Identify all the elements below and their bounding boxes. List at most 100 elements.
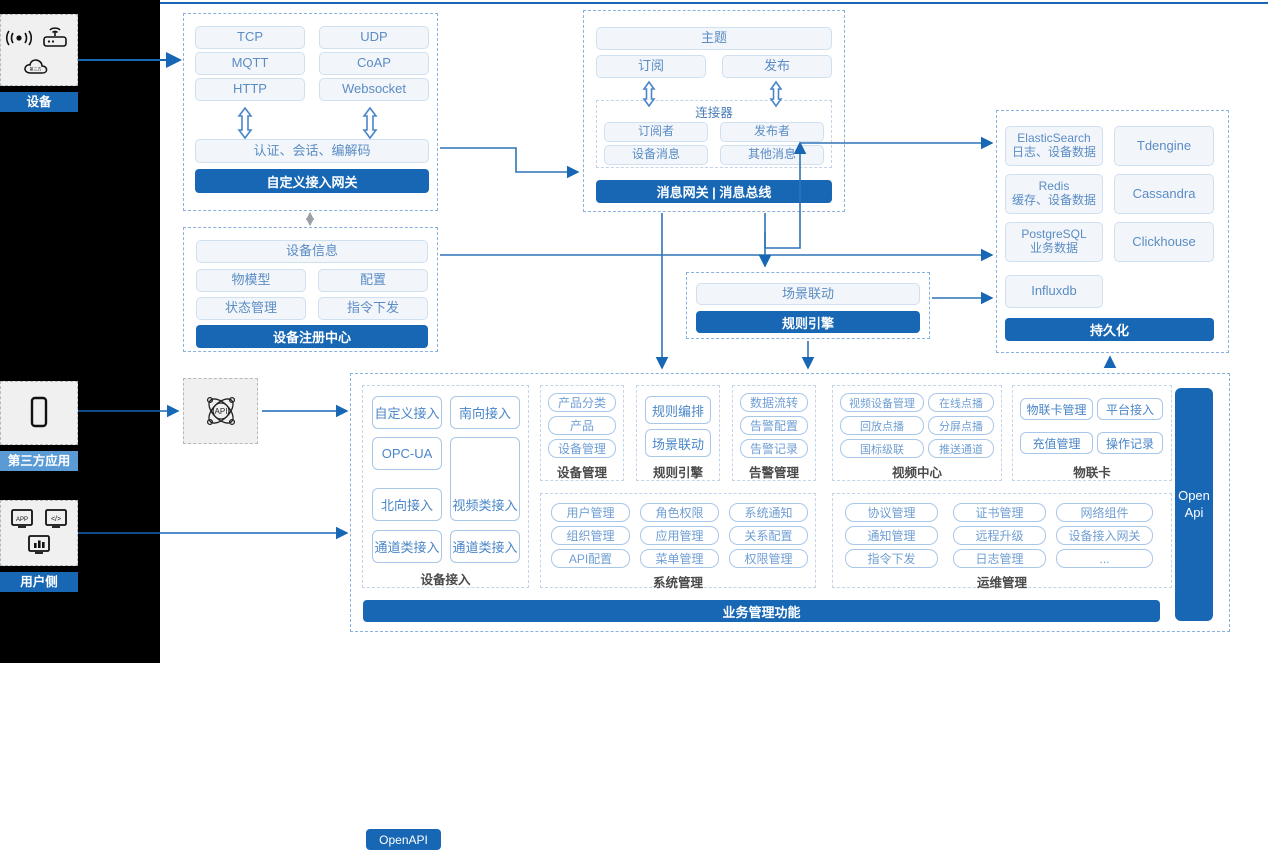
chip-coap[interactable]: CoAP bbox=[319, 52, 429, 75]
chip-alarm-config[interactable]: 告警配置 bbox=[740, 416, 808, 435]
chip-command-dispatch[interactable]: 指令下发 bbox=[318, 297, 428, 320]
chip-operation-record[interactable]: 操作记录 bbox=[1097, 432, 1163, 454]
bar-rule-engine[interactable]: 规则引擎 bbox=[696, 311, 920, 333]
chip-video-access[interactable]: 通道类接入 bbox=[372, 530, 442, 563]
chip-protocol-management[interactable]: 协议管理 bbox=[845, 503, 938, 522]
svg-text:第三方: 第三方 bbox=[30, 66, 42, 72]
chip-split-screen-play[interactable]: 分屏点播 bbox=[928, 416, 994, 435]
actor-user-side: APP </> 用户侧 bbox=[0, 500, 78, 592]
caption-ops-management: 运维管理 bbox=[976, 576, 1027, 590]
chip-state-management[interactable]: 状态管理 bbox=[196, 297, 306, 320]
chip-device-access-gateway[interactable]: 设备接入网关 bbox=[1056, 526, 1153, 545]
chip-auth-session-codec[interactable]: 认证、会话、编解码 bbox=[195, 139, 429, 163]
chip-iot-card-management[interactable]: 物联卡管理 bbox=[1020, 398, 1093, 420]
openapi-block: API OpenAPI bbox=[183, 378, 441, 850]
chip-video-device-management[interactable]: 视频设备管理 bbox=[840, 393, 924, 412]
chip-topic[interactable]: 主题 bbox=[596, 27, 832, 50]
chip-subscriber[interactable]: 订阅者 bbox=[604, 122, 708, 142]
chip-config[interactable]: 配置 bbox=[318, 269, 428, 292]
chip-device-manage[interactable]: 设备管理 bbox=[548, 439, 616, 458]
chip-more-ellipsis[interactable]: ... bbox=[1056, 549, 1153, 568]
app-window-icon: APP bbox=[11, 509, 33, 528]
chip-thing-model[interactable]: 物模型 bbox=[196, 269, 306, 292]
chip-custom-access[interactable]: 自定义接入 bbox=[372, 396, 442, 429]
chip-product-category[interactable]: 产品分类 bbox=[548, 393, 616, 412]
chip-command-dispatch-ops[interactable]: 指令下发 bbox=[845, 549, 938, 568]
chip-northbound-access[interactable]: 视频类接入 bbox=[450, 437, 520, 521]
chip-device-message[interactable]: 设备消息 bbox=[604, 145, 708, 165]
bar-message-gateway-bus[interactable]: 消息网关 | 消息总线 bbox=[596, 180, 832, 203]
chip-push-channel[interactable]: 推送通道 bbox=[928, 439, 994, 458]
chip-system-notice[interactable]: 系统通知 bbox=[729, 503, 808, 522]
chip-redis-sub: 缓存、设备数据 bbox=[1011, 193, 1096, 207]
chip-channel-access[interactable]: 通道类接入 bbox=[450, 530, 520, 563]
chip-mqtt[interactable]: MQTT bbox=[195, 52, 305, 75]
chip-app-management[interactable]: 应用管理 bbox=[640, 526, 719, 545]
chip-tcp[interactable]: TCP bbox=[195, 26, 305, 49]
chip-org-management[interactable]: 组织管理 bbox=[551, 526, 630, 545]
bar-device-registry-center[interactable]: 设备注册中心 bbox=[196, 325, 428, 348]
svg-text:API: API bbox=[214, 407, 227, 416]
chip-remote-upgrade[interactable]: 远程升级 bbox=[953, 526, 1046, 545]
chip-playback[interactable]: 回放点播 bbox=[840, 416, 924, 435]
chip-role-permission[interactable]: 角色权限 bbox=[640, 503, 719, 522]
chip-gb-cascade[interactable]: 国标级联 bbox=[840, 439, 924, 458]
chip-websocket[interactable]: Websocket bbox=[319, 78, 429, 101]
chip-user-management[interactable]: 用户管理 bbox=[551, 503, 630, 522]
actor-third-party-label: 第三方应用 bbox=[0, 451, 78, 471]
chip-scene-linkage-biz[interactable]: 场景联动 bbox=[645, 429, 711, 457]
chip-rule-orchestration[interactable]: 规则编排 bbox=[645, 396, 711, 424]
openapi-label[interactable]: OpenAPI bbox=[366, 829, 441, 850]
chip-platform-access[interactable]: 平台接入 bbox=[1097, 398, 1163, 420]
bar-custom-access-gateway[interactable]: 自定义接入网关 bbox=[195, 169, 429, 193]
chip-log-management[interactable]: 日志管理 bbox=[953, 549, 1046, 568]
caption-iot-card: 物联卡 bbox=[1073, 466, 1111, 480]
chip-recharge-management[interactable]: 充值管理 bbox=[1020, 432, 1093, 454]
chip-publisher[interactable]: 发布者 bbox=[720, 122, 824, 142]
svg-text:APP: APP bbox=[16, 517, 28, 523]
chip-product[interactable]: 产品 bbox=[548, 416, 616, 435]
chip-modbus[interactable]: 北向接入 bbox=[372, 488, 442, 521]
chip-network-component[interactable]: 网络组件 bbox=[1056, 503, 1153, 522]
chip-southbound-access[interactable]: 南向接入 bbox=[450, 396, 520, 429]
actor-user-side-label: 用户侧 bbox=[0, 572, 78, 592]
chip-publish[interactable]: 发布 bbox=[722, 55, 832, 78]
caption-video-center: 视频中心 bbox=[891, 466, 942, 480]
chip-api-config[interactable]: API配置 bbox=[551, 549, 630, 568]
device-icons: 第三方 bbox=[5, 27, 67, 74]
chip-clickhouse[interactable]: Clickhouse bbox=[1114, 222, 1214, 262]
mobile-phone-icon bbox=[30, 396, 48, 428]
chip-data-flow[interactable]: 数据流转 bbox=[740, 393, 808, 412]
chip-postgresql-sub: 业务数据 bbox=[1029, 241, 1078, 255]
chip-menu-management[interactable]: 菜单管理 bbox=[640, 549, 719, 568]
chip-relation-config[interactable]: 关系配置 bbox=[729, 526, 808, 545]
caption-system-management: 系统管理 bbox=[652, 576, 703, 590]
connector-title: 连接器 bbox=[695, 106, 733, 120]
caption-alarm-management: 告警管理 bbox=[748, 466, 799, 480]
chip-redis-name: Redis bbox=[1038, 179, 1070, 194]
chip-notice-management[interactable]: 通知管理 bbox=[845, 526, 938, 545]
chip-tdengine[interactable]: Tdengine bbox=[1114, 126, 1214, 166]
chip-udp[interactable]: UDP bbox=[319, 26, 429, 49]
chip-http[interactable]: HTTP bbox=[195, 78, 305, 101]
bar-persistence[interactable]: 持久化 bbox=[1005, 318, 1214, 341]
api-atom-icon: API bbox=[206, 396, 235, 426]
actor-device-label: 设备 bbox=[0, 92, 78, 112]
chip-opc-ua[interactable]: OPC-UA bbox=[372, 437, 442, 470]
caption-rule-engine-biz: 规则引擎 bbox=[652, 466, 703, 480]
chip-certificate-management[interactable]: 证书管理 bbox=[953, 503, 1046, 522]
chip-other-message[interactable]: 其他消息 bbox=[720, 145, 824, 165]
chip-scene-linkage[interactable]: 场景联动 bbox=[696, 283, 920, 305]
chip-permission-management[interactable]: 权限管理 bbox=[729, 549, 808, 568]
chip-subscribe[interactable]: 订阅 bbox=[596, 55, 706, 78]
bar-business-management[interactable]: 业务管理功能 bbox=[363, 600, 1160, 622]
chip-cassandra[interactable]: Cassandra bbox=[1114, 174, 1214, 214]
chip-alarm-record[interactable]: 告警记录 bbox=[740, 439, 808, 458]
chip-influxdb[interactable]: Influxdb bbox=[1005, 275, 1103, 308]
chip-device-info[interactable]: 设备信息 bbox=[196, 240, 428, 263]
chip-online-play[interactable]: 在线点播 bbox=[928, 393, 994, 412]
